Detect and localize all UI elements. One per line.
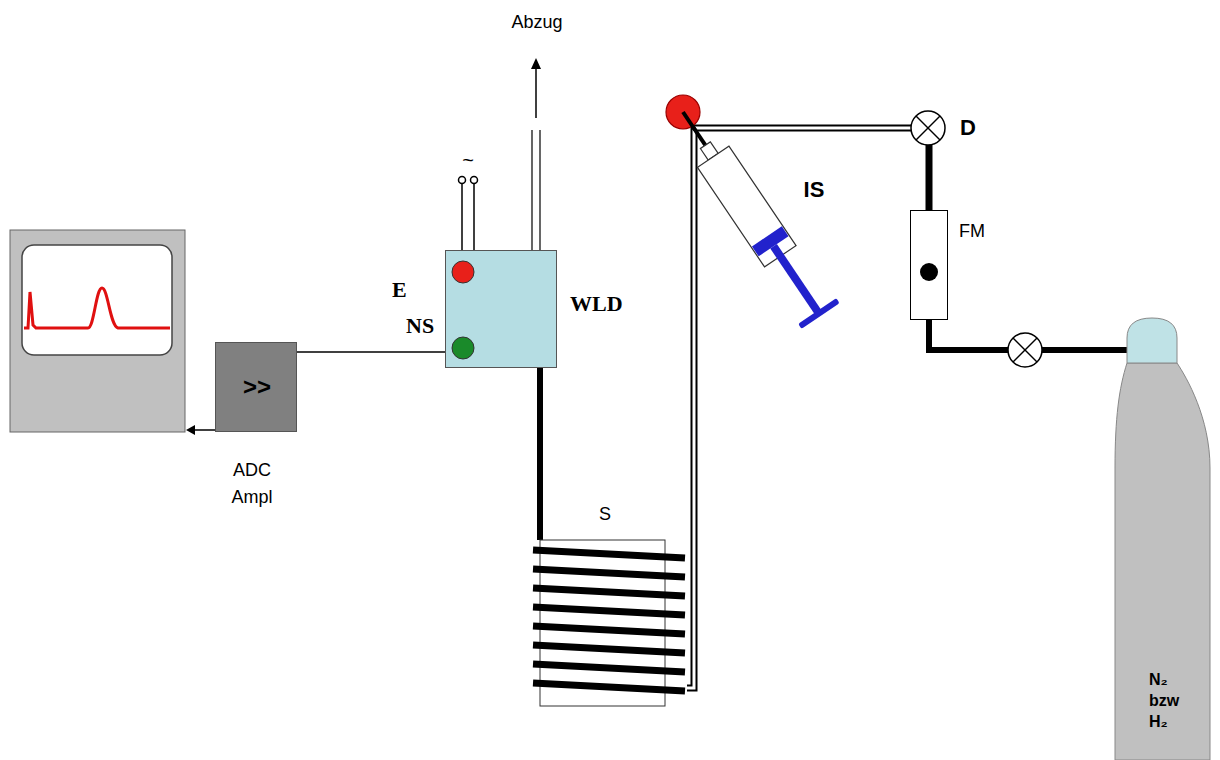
injector-port — [666, 95, 700, 129]
node-shape — [530, 540, 687, 708]
detector-box: WLDENS — [445, 250, 557, 368]
plug-pin — [471, 177, 478, 184]
flowmeter-label: FM — [959, 221, 999, 242]
valve-cross — [916, 116, 940, 140]
valve-label: D — [960, 115, 976, 141]
signal-arrow — [193, 429, 215, 431]
flowmeter-box: FM — [910, 210, 948, 320]
monitor-housing — [10, 230, 185, 432]
valve-cross — [1013, 338, 1037, 362]
tube-inner — [686, 128, 912, 688]
column-coil — [533, 569, 685, 577]
valve-circle — [1008, 333, 1042, 367]
valve-symbol — [1008, 333, 1042, 367]
valve-cross — [1013, 338, 1037, 362]
indicator-green — [452, 337, 474, 359]
exhaust-arrow — [535, 68, 537, 118]
cylinder-cap — [1127, 318, 1177, 363]
exhaust-tube — [539, 130, 540, 250]
column-coil — [533, 588, 685, 596]
flowmeter-float — [920, 263, 938, 281]
ac-symbol: ~ — [462, 149, 474, 172]
gas-line — [537, 368, 543, 540]
column-coil — [533, 626, 685, 634]
node-shape — [446, 251, 558, 369]
power-wire — [473, 184, 475, 250]
exhaust-label: Abzug — [511, 12, 562, 33]
column-label: S — [595, 504, 615, 525]
detector-label: WLD — [570, 291, 650, 316]
terminal-label: E — [392, 277, 412, 302]
column-coil — [533, 645, 685, 653]
amplifier-box: >>ADC Ampl — [215, 342, 297, 432]
syringe-needle — [683, 112, 695, 130]
column-box: S — [530, 540, 687, 708]
node-shape — [911, 211, 949, 321]
indicator-red — [452, 261, 474, 283]
monitor-screen — [22, 245, 172, 355]
column-coil — [533, 550, 685, 558]
syringe — [664, 99, 840, 329]
amplifier-symbol: >> — [216, 373, 298, 401]
valve-circle — [911, 111, 945, 145]
syringe-rod — [770, 244, 821, 315]
column-coil — [533, 683, 685, 691]
cylinder-body — [1115, 363, 1210, 760]
gas-line — [297, 351, 445, 353]
arrow-head — [531, 58, 541, 69]
column-coil — [533, 607, 685, 615]
plug-pin — [459, 177, 466, 184]
valve-symbol — [911, 111, 945, 145]
gas-line — [687, 128, 929, 688]
terminal-label: NS — [406, 313, 440, 338]
column-coil — [533, 664, 685, 672]
chromatogram-trace — [24, 288, 170, 328]
power-wire — [461, 184, 463, 250]
syringe-piston — [752, 226, 789, 256]
syringe-label: IS — [804, 177, 825, 203]
arrow-head — [186, 425, 195, 435]
syringe-thumb — [798, 298, 839, 329]
exhaust-tube — [531, 130, 532, 250]
amplifier-label: ADC Ampl — [222, 457, 282, 511]
gas-label: N₂ bzw H₂ — [1149, 670, 1195, 732]
syringe-barrel — [697, 146, 796, 267]
gas-cylinder: N₂ bzw H₂ — [1127, 318, 1210, 760]
valve-cross — [916, 116, 940, 140]
